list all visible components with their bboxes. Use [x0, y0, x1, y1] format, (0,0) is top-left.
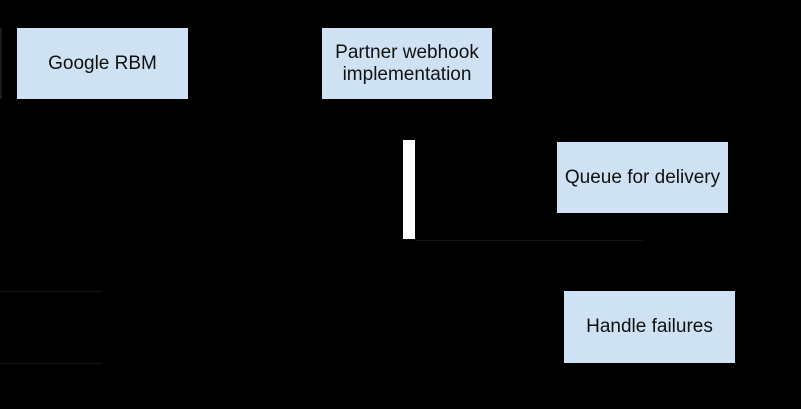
faint-message-line-lower — [0, 363, 102, 364]
node-queue-for-delivery-label: Queue for delivery — [564, 166, 721, 188]
node-google-rbm: Google RBM — [17, 28, 188, 99]
node-google-rbm-label: Google RBM — [48, 52, 157, 74]
cropped-node-edge — [0, 28, 2, 99]
node-partner-webhook-label: Partner webhook implementation — [335, 41, 479, 85]
node-queue-for-delivery: Queue for delivery — [557, 142, 728, 213]
faint-message-line-upper — [0, 291, 102, 292]
node-handle-failures-label: Handle failures — [586, 316, 713, 337]
activation-bar — [403, 140, 415, 239]
node-handle-failures: Handle failures — [564, 291, 735, 363]
node-partner-webhook: Partner webhook implementation — [322, 28, 492, 99]
faint-message-line-to-queue — [415, 240, 643, 241]
